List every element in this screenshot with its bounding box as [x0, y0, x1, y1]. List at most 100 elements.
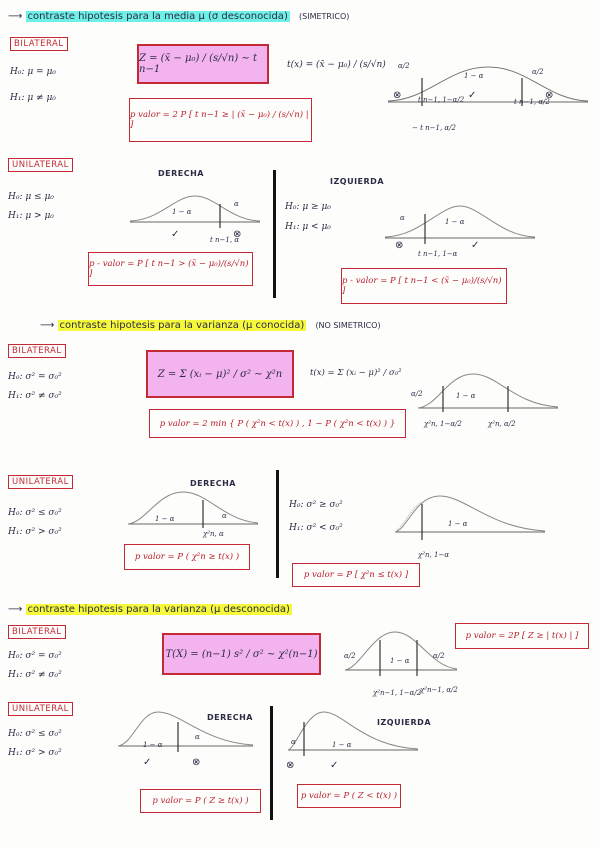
- test-statistic-formula: Z = Σ (xᵢ − μ)² / σ² ∼ χ²n: [146, 350, 294, 398]
- two-tailed-t-curve: [387, 66, 589, 106]
- section-1-heading: ⟶ contraste hipotesis para la media μ (σ…: [8, 11, 350, 22]
- confidence-label: 1 − α: [143, 741, 163, 749]
- critical-value: χ²n, 1−α: [418, 551, 450, 559]
- critical-value-right: χ²n, α/2: [488, 420, 516, 428]
- confidence-label: 1 − α: [448, 520, 468, 528]
- critical-value-left: χ²n, 1−α/2: [424, 420, 462, 428]
- h0-label: H₀: σ² ≥ σ₀²: [289, 500, 343, 510]
- confidence-label: 1 − α: [155, 515, 175, 523]
- confidence-label: 1 − α: [172, 208, 192, 216]
- arrow-right-icon: ⟶: [8, 604, 23, 615]
- h1-label: H₁: μ ≠ μ₀: [10, 93, 56, 103]
- bilateral-tag: BILATERAL: [8, 625, 66, 639]
- h1-label: H₁: σ² > σ₀²: [8, 527, 62, 537]
- reject-mark-icon: ⊗: [395, 240, 404, 251]
- alpha-half-left: α/2: [398, 62, 410, 70]
- reject-mark-icon: ⊗: [233, 229, 242, 240]
- statistic-value: t(x) = Σ (xᵢ − μ)² / σ₀²: [310, 368, 402, 378]
- reject-mark-icon: ⊗: [286, 760, 295, 771]
- right-tail-title: DERECHA: [190, 479, 236, 488]
- alpha-label: α: [234, 200, 239, 208]
- column-divider: [270, 706, 273, 820]
- alpha-label: α: [291, 738, 296, 746]
- reject-mark-icon: ⊗: [393, 90, 402, 101]
- arrow-right-icon: ⟶: [40, 320, 55, 331]
- right-tail-title: DERECHA: [158, 169, 204, 178]
- accept-mark-icon: ✓: [330, 760, 339, 771]
- h0-label: H₀: μ ≥ μ₀: [285, 202, 331, 212]
- chi-square-right-tail-curve: [127, 491, 259, 528]
- confidence-label: 1 − α: [464, 72, 484, 80]
- h0-label: H₀: μ = μ₀: [10, 67, 56, 77]
- right-tail-t-curve: [129, 195, 261, 228]
- critical-value-negative: − t n−1, α/2: [412, 124, 456, 132]
- accept-mark-icon: ✓: [171, 229, 180, 240]
- chi-square-left-tail-curve: [287, 711, 419, 756]
- column-divider: [276, 470, 279, 578]
- h0-label: H₀: σ² ≤ σ₀²: [8, 508, 62, 518]
- critical-value-right: t n−1, α/2: [514, 98, 550, 106]
- alpha-label: α: [400, 214, 405, 222]
- h1-label: H₁: σ² ≠ σ₀²: [8, 670, 62, 680]
- chi-square-right-tail-curve: [117, 711, 254, 752]
- left-tail-t-curve: [384, 205, 536, 244]
- h1-label: H₁: μ < μ₀: [285, 222, 331, 232]
- alpha-half-right: α/2: [532, 68, 544, 76]
- section-2-heading: ⟶ contraste hipotesis para la varianza (…: [40, 320, 381, 331]
- p-value-right-formula: p - valor = P [ t n−1 > (x̄ − μ₀)/(s/√n)…: [88, 252, 253, 286]
- h1-label: H₁: μ > μ₀: [8, 211, 54, 221]
- critical-value-left: χ²n−1, 1−α/2: [373, 689, 422, 697]
- critical-value: χ²n, α: [203, 530, 224, 538]
- accept-mark-icon: ✓: [468, 90, 477, 101]
- statistic-value: t(x) = (x̄ − μ₀) / (s/√n): [287, 60, 386, 70]
- p-value-formula: p valor = 2P [ Z ≥ | t(x) | ]: [455, 623, 589, 649]
- unilateral-tag: UNILATERAL: [8, 702, 73, 716]
- p-value-left-formula: p - valor = P [ t n−1 < (x̄ − μ₀)/(s/√n)…: [341, 268, 507, 304]
- confidence-label: 1 − α: [445, 218, 465, 226]
- h0-label: H₀: σ² ≤ σ₀²: [8, 729, 62, 739]
- critical-value-left: t n−1, 1−α/2: [418, 96, 465, 104]
- p-value-formula: p valor = 2 P [ t n−1 ≥ | (x̄ − μ₀) / (s…: [129, 98, 312, 142]
- right-tail-title: DERECHA: [207, 713, 253, 722]
- alpha-label: α: [195, 733, 200, 741]
- p-value-formula: p valor = 2 min { P ( χ²n < t(x) ) , 1 −…: [149, 409, 406, 438]
- left-tail-title: IZQUIERDA: [377, 718, 432, 727]
- h0-label: H₀: μ ≤ μ₀: [8, 192, 54, 202]
- h1-label: H₁: σ² > σ₀²: [8, 748, 62, 758]
- confidence-label: 1 − α: [332, 741, 352, 749]
- bilateral-tag: BILATERAL: [8, 344, 66, 358]
- column-divider: [273, 170, 276, 298]
- unilateral-tag: UNILATERAL: [8, 158, 73, 172]
- alpha-label: α: [222, 512, 227, 520]
- chi-square-left-tail-curve: [394, 495, 546, 540]
- h1-label: H₁: σ² < σ₀²: [289, 523, 343, 533]
- chi-square-two-tailed-curve: [344, 631, 458, 676]
- confidence-label: 1 − α: [456, 392, 476, 400]
- critical-value-right: χ²n−1, α/2: [420, 686, 458, 694]
- p-value-left-formula: p valor = P ( Z < t(x) ): [297, 784, 401, 808]
- p-value-right-formula: p valor = P ( Z ≥ t(x) ): [140, 789, 261, 813]
- arrow-right-icon: ⟶: [8, 11, 23, 22]
- critical-value: t n−1, α: [210, 236, 240, 244]
- test-statistic-formula: T(X) = (n−1) s² / σ² ∼ χ²(n−1): [162, 633, 321, 675]
- alpha-half-left: α/2: [344, 652, 356, 660]
- reject-mark-icon: ⊗: [192, 757, 201, 768]
- chi-square-two-tailed-curve: [417, 373, 559, 412]
- critical-value: t n−1, 1−α: [418, 250, 458, 258]
- test-statistic-formula: Z = (x̄ − μ₀) / (s/√n) ∼ t n−1: [137, 44, 269, 84]
- bilateral-tag: BILATERAL: [10, 37, 68, 51]
- alpha-half-right: α/2: [433, 652, 445, 660]
- accept-mark-icon: ✓: [143, 757, 152, 768]
- h1-label: H₁: σ² ≠ σ₀²: [8, 391, 62, 401]
- reject-mark-icon: ⊗: [545, 90, 554, 101]
- accept-mark-icon: ✓: [471, 240, 480, 251]
- confidence-label: 1 − α: [390, 657, 410, 665]
- h0-label: H₀: σ² = σ₀²: [8, 372, 62, 382]
- p-value-right-formula: p valor = P ( χ²n ≥ t(x) ): [124, 544, 250, 570]
- p-value-left-formula: p valor = P [ χ²n ≤ t(x) ]: [292, 563, 420, 587]
- left-tail-title: IZQUIERDA: [330, 177, 385, 186]
- h0-label: H₀: σ² = σ₀²: [8, 651, 62, 661]
- unilateral-tag: UNILATERAL: [8, 475, 73, 489]
- section-3-heading: ⟶ contraste hipotesis para la varianza (…: [8, 604, 292, 615]
- alpha-half-left: α/2: [411, 390, 423, 398]
